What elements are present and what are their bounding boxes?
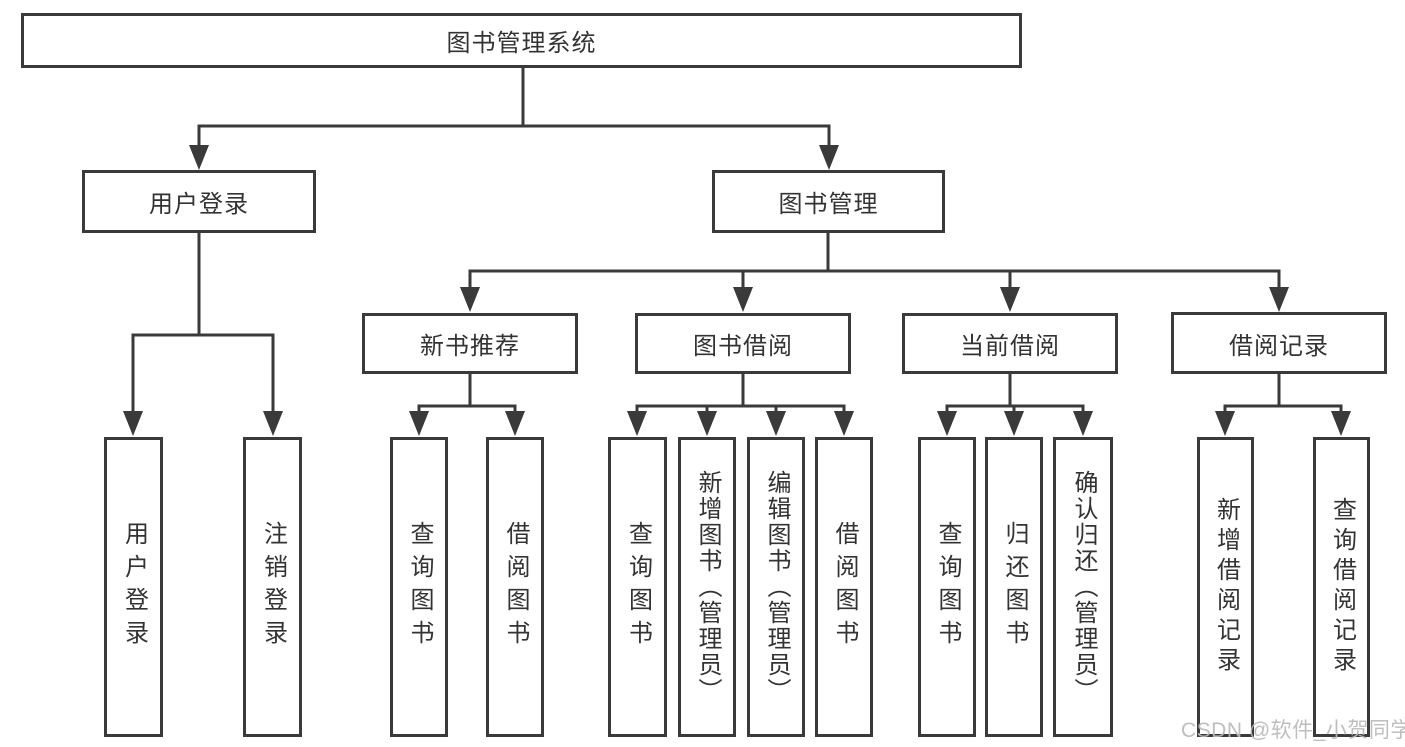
node-book-management-label: 图书管理	[778, 191, 879, 218]
leaf-borrow-books-recommend-label: 借阅图书	[502, 521, 529, 653]
node-library-system: 图书管理系统	[21, 13, 1022, 68]
leaf-return-book-label: 归还图书	[1001, 521, 1028, 653]
leaf-add-borrow-record: 新增借阅记录	[1197, 437, 1254, 737]
node-new-book-recommend-label: 新书推荐	[420, 333, 520, 360]
node-borrow-records-label: 借阅记录	[1229, 332, 1329, 360]
node-user-login-label: 用户登录	[149, 191, 249, 218]
leaf-confirm-return-admin: 确认归还（管理员）	[1053, 437, 1113, 737]
leaf-query-borrow-record-label: 查询借阅记录	[1328, 497, 1356, 677]
node-library-system-label: 图书管理系统	[446, 30, 597, 57]
leaf-logout-label: 注销登录	[259, 521, 287, 653]
leaf-query-borrow-record: 查询借阅记录	[1313, 437, 1370, 737]
leaf-query-books-borrow-label: 查询图书	[624, 521, 652, 653]
leaf-edit-book-admin: 编辑图书（管理员）	[747, 437, 805, 737]
node-book-management: 图书管理	[712, 170, 945, 233]
leaf-add-book-admin-label: 新增图书（管理员）	[694, 470, 721, 704]
node-book-borrow: 图书借阅	[635, 313, 851, 374]
leaf-add-borrow-record-label: 新增借阅记录	[1212, 497, 1240, 677]
node-borrow-records: 借阅记录	[1171, 312, 1387, 374]
leaf-confirm-return-admin-label: 确认归还（管理员）	[1070, 470, 1097, 704]
node-user-login: 用户登录	[82, 170, 316, 233]
leaf-query-books-borrow: 查询图书	[608, 437, 667, 737]
leaf-query-books-recommend: 查询图书	[390, 437, 448, 737]
node-current-borrow-label: 当前借阅	[960, 333, 1060, 360]
node-current-borrow: 当前借阅	[902, 313, 1118, 374]
leaf-query-books-recommend-label: 查询图书	[406, 521, 433, 653]
leaf-return-book: 归还图书	[985, 437, 1043, 737]
leaf-borrow-books-recommend: 借阅图书	[486, 437, 544, 737]
leaf-borrow-books-borrow-label: 借阅图书	[831, 521, 858, 653]
leaf-query-books-current-label: 查询图书	[934, 521, 961, 653]
watermark-text: CSDN @软件_小贺同学	[1181, 719, 1405, 742]
node-book-borrow-label: 图书借阅	[693, 333, 793, 360]
leaf-logout: 注销登录	[243, 437, 302, 737]
node-new-book-recommend: 新书推荐	[362, 313, 578, 374]
leaf-user-login-label: 用户登录	[120, 521, 148, 653]
leaf-query-books-current: 查询图书	[918, 437, 976, 737]
leaf-edit-book-admin-label: 编辑图书（管理员）	[763, 470, 790, 704]
leaf-user-login: 用户登录	[104, 437, 163, 737]
leaf-borrow-books-borrow: 借阅图书	[815, 437, 873, 737]
leaf-add-book-admin: 新增图书（管理员）	[678, 437, 736, 737]
